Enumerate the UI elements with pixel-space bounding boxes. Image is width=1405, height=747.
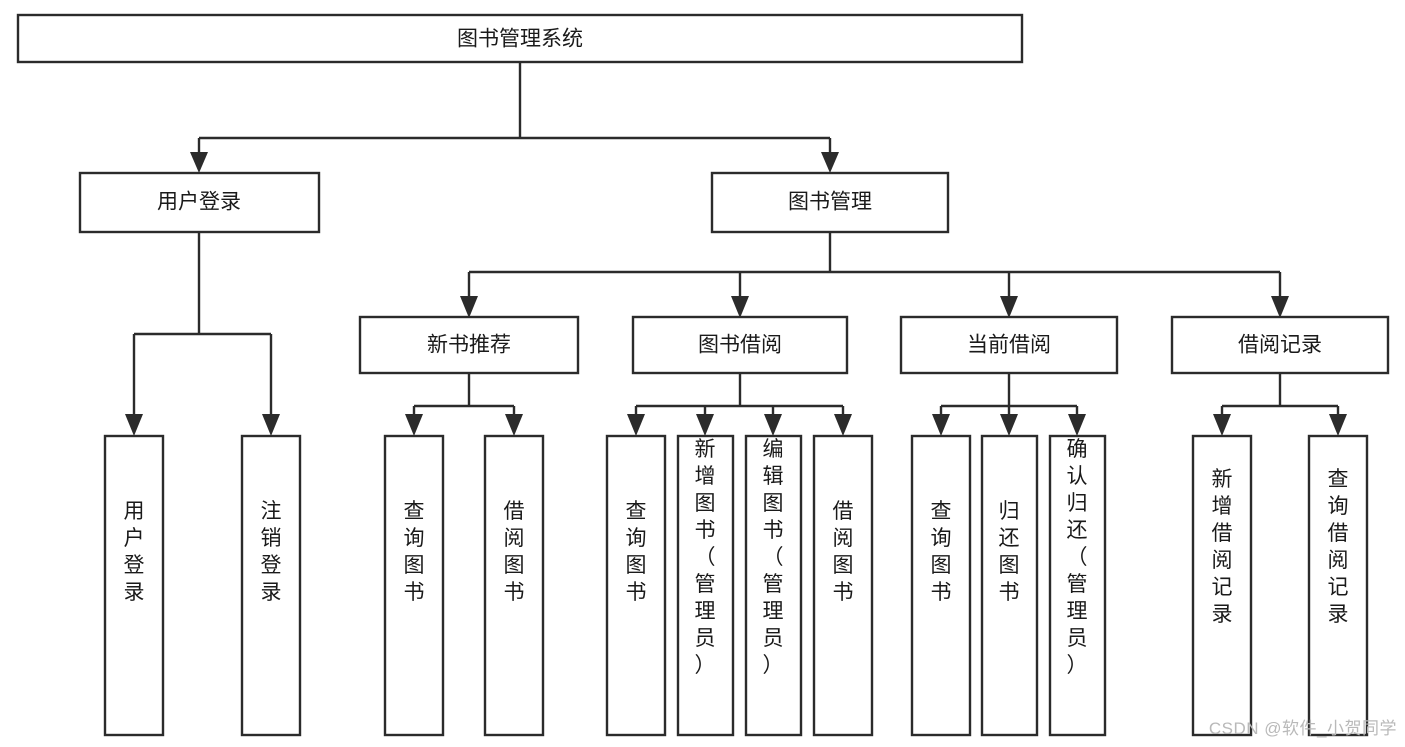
node-book-manage[interactable]: 图书管理 — [710, 171, 950, 234]
leaf-add-book-box[interactable] — [676, 434, 735, 737]
leaf-borrow-book-2-label: 借阅图书 — [833, 500, 854, 604]
arrow-head-user-login — [190, 152, 208, 173]
arrow-head-leaf-borrow-book-1 — [505, 414, 523, 436]
leaf-borrow-book-2-box[interactable] — [812, 434, 874, 737]
node-root-label: 图书管理系统 — [457, 28, 583, 51]
leaf-query-book-3[interactable]: 查询图书 — [910, 434, 972, 737]
node-root-box[interactable] — [16, 13, 1024, 64]
node-borrow-record-box[interactable] — [1170, 315, 1390, 375]
leaf-borrow-book-1-label: 借阅图书 — [504, 500, 525, 604]
leaf-confirm-return-label: 确认归还（管理员） — [1067, 438, 1088, 677]
node-current-borrow-label: 当前借阅 — [967, 334, 1051, 357]
arrow-head-leaf-user-login — [125, 414, 143, 436]
node-new-book-recommend-label: 新书推荐 — [427, 334, 511, 357]
leaf-query-record[interactable]: 查询借阅记录 — [1307, 434, 1369, 737]
leaf-add-book-label: 新增图书（管理员） — [695, 438, 716, 677]
arrow-head-leaf-confirm-return — [1068, 414, 1086, 436]
node-book-borrow-box[interactable] — [631, 315, 849, 375]
leaf-add-record-label: 新增借阅记录 — [1212, 468, 1233, 626]
leaf-user-login[interactable]: 用户登录 — [103, 434, 165, 737]
leaf-query-record-box[interactable] — [1307, 434, 1369, 737]
arrow-head-book-manage — [821, 152, 839, 173]
node-user-login-box[interactable] — [78, 171, 321, 234]
node-root[interactable]: 图书管理系统 — [16, 13, 1024, 64]
node-new-book-recommend-box[interactable] — [358, 315, 580, 375]
leaf-edit-book-label: 编辑图书（管理员） — [763, 438, 784, 677]
leaf-return-book-label: 归还图书 — [999, 500, 1020, 604]
node-book-manage-label: 图书管理 — [788, 191, 872, 214]
leaf-logout-box[interactable] — [240, 434, 302, 737]
node-book-borrow-label: 图书借阅 — [698, 334, 782, 357]
leaf-borrow-book-2[interactable]: 借阅图书 — [812, 434, 874, 737]
arrow-head-current-borrow — [1000, 296, 1018, 318]
arrow-head-borrow-record — [1271, 296, 1289, 318]
arrow-head-leaf-query-record — [1329, 414, 1347, 436]
arrow-head-leaf-query-book-1 — [405, 414, 423, 436]
node-book-manage-box[interactable] — [710, 171, 950, 234]
leaf-query-book-1[interactable]: 查询图书 — [383, 434, 445, 737]
leaf-edit-book[interactable]: 编辑图书（管理员） — [744, 434, 803, 737]
leaf-query-book-2-box[interactable] — [605, 434, 667, 737]
leaf-borrow-book-1[interactable]: 借阅图书 — [483, 434, 545, 737]
node-new-book-recommend[interactable]: 新书推荐 — [358, 315, 580, 375]
node-borrow-record[interactable]: 借阅记录 — [1170, 315, 1390, 375]
node-borrow-record-label: 借阅记录 — [1238, 334, 1322, 357]
arrow-head-leaf-query-book-3 — [932, 414, 950, 436]
arrow-head-leaf-add-book — [696, 414, 714, 436]
arrow-head-leaf-logout — [262, 414, 280, 436]
leaf-logout[interactable]: 注销登录 — [240, 434, 302, 737]
arrow-head-leaf-return-book — [1000, 414, 1018, 436]
leaf-user-login-box[interactable] — [103, 434, 165, 737]
leaf-borrow-book-1-box[interactable] — [483, 434, 545, 737]
leaf-query-book-3-box[interactable] — [910, 434, 972, 737]
leaf-query-book-2[interactable]: 查询图书 — [605, 434, 667, 737]
arrow-head-leaf-add-record — [1213, 414, 1231, 436]
leaf-user-login-label: 用户登录 — [124, 500, 145, 604]
arrow-head-leaf-edit-book — [764, 414, 782, 436]
node-user-login-label: 用户登录 — [157, 191, 241, 214]
node-user-login[interactable]: 用户登录 — [78, 171, 321, 234]
node-book-borrow[interactable]: 图书借阅 — [631, 315, 849, 375]
leaf-confirm-return-box[interactable] — [1048, 434, 1107, 737]
connector-layer — [125, 62, 1347, 436]
leaf-query-book-2-label: 查询图书 — [626, 500, 647, 604]
leaf-return-book-box[interactable] — [980, 434, 1039, 737]
arrow-head-leaf-borrow-book-2 — [834, 414, 852, 436]
leaf-add-book[interactable]: 新增图书（管理员） — [676, 434, 735, 737]
leaf-add-record[interactable]: 新增借阅记录 — [1191, 434, 1253, 737]
arrow-head-new-book-rec — [460, 296, 478, 318]
arrow-head-leaf-query-book-2 — [627, 414, 645, 436]
leaf-query-book-1-box[interactable] — [383, 434, 445, 737]
node-current-borrow[interactable]: 当前借阅 — [899, 315, 1119, 375]
leaf-query-book-1-label: 查询图书 — [404, 500, 425, 604]
leaf-return-book[interactable]: 归还图书 — [980, 434, 1039, 737]
leaf-edit-book-box[interactable] — [744, 434, 803, 737]
csdn-watermark: CSDN @软件_小贺同学 — [1208, 719, 1397, 738]
leaf-confirm-return[interactable]: 确认归还（管理员） — [1048, 434, 1107, 737]
leaf-query-record-label: 查询借阅记录 — [1328, 468, 1349, 626]
leaf-add-record-box[interactable] — [1191, 434, 1253, 737]
node-current-borrow-box[interactable] — [899, 315, 1119, 375]
leaf-logout-label: 注销登录 — [261, 500, 282, 604]
arrow-head-book-borrow — [731, 296, 749, 318]
leaf-query-book-3-label: 查询图书 — [931, 500, 952, 604]
